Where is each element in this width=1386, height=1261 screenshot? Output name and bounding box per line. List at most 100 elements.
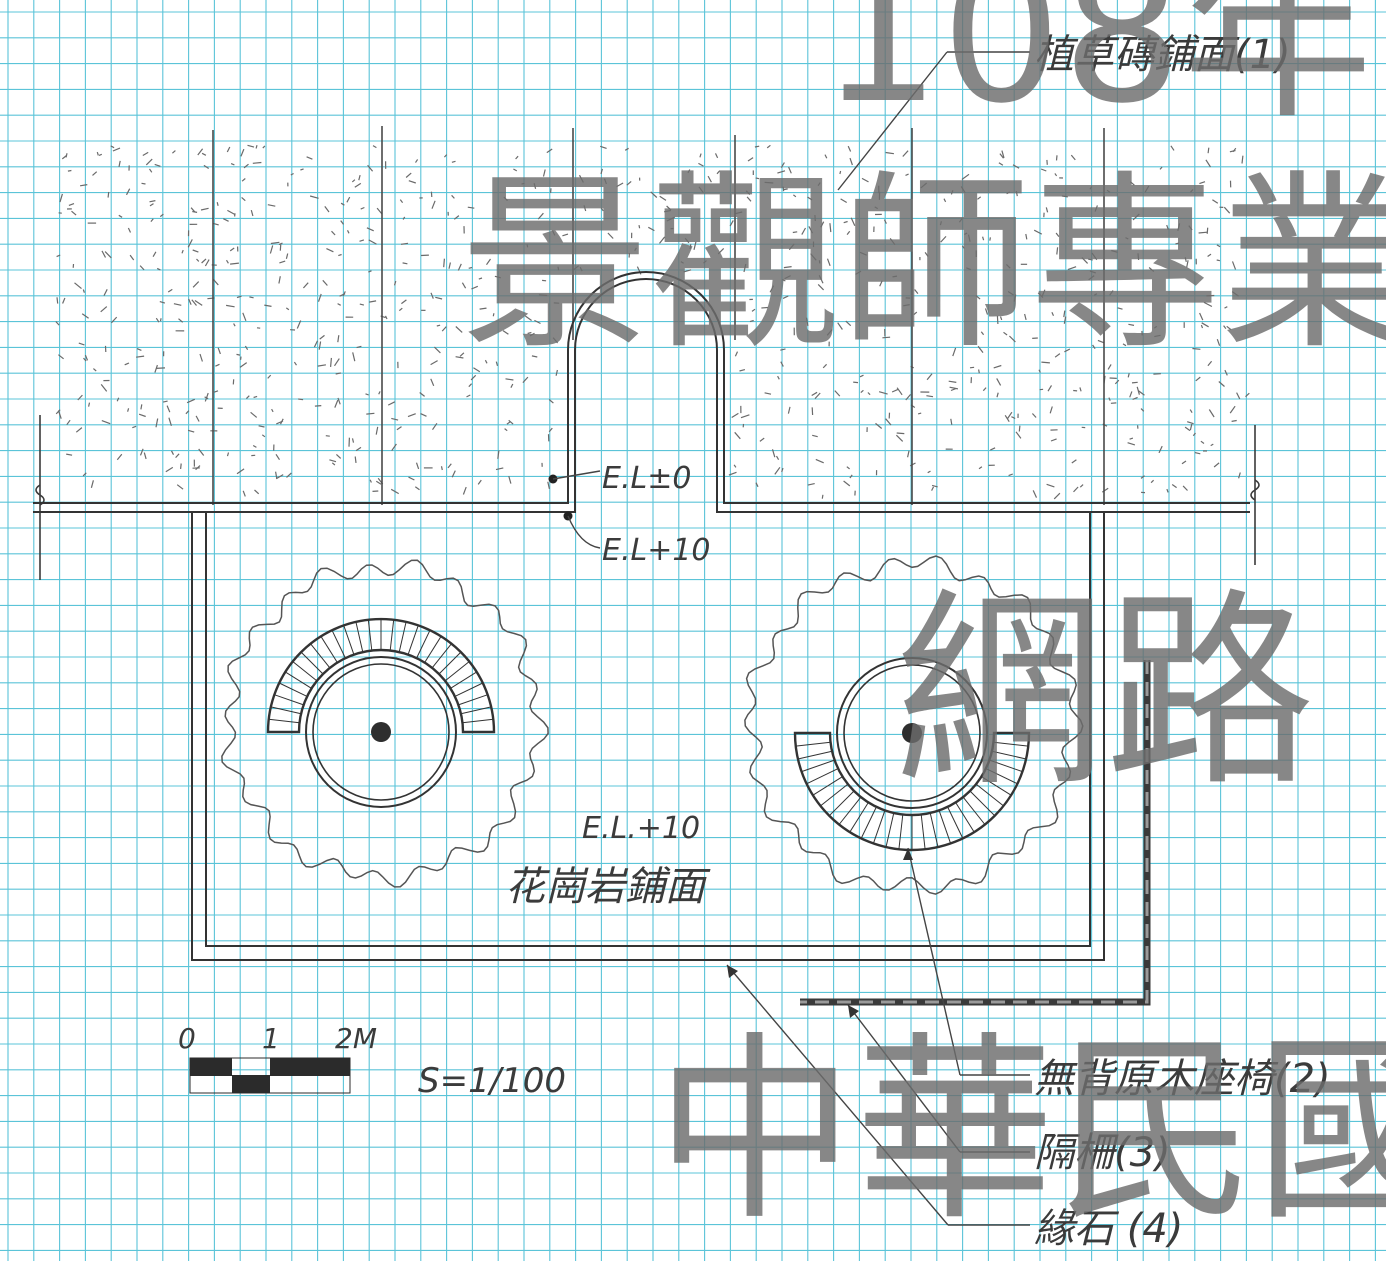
stipple-mark [198, 448, 205, 456]
stipple-mark [166, 405, 171, 413]
stipple-mark [68, 203, 75, 206]
stipple-mark [534, 319, 541, 325]
stipple-mark [1079, 387, 1082, 392]
stipple-mark [156, 367, 166, 369]
stipple-mark [470, 374, 477, 381]
stipple-mark [100, 384, 108, 392]
stipple-mark [81, 313, 89, 319]
stipple-mark [600, 145, 607, 149]
stipple-mark [1032, 490, 1038, 498]
stipple-mark [103, 289, 108, 296]
stipple-mark [1166, 488, 1169, 493]
stipple-mark [264, 304, 272, 307]
stipple-mark [212, 278, 219, 286]
stipple-mark [217, 347, 221, 355]
stipple-mark [329, 459, 337, 463]
stipple-mark [195, 465, 201, 471]
stipple-mark [703, 260, 707, 264]
stipple-mark [826, 258, 831, 267]
stipple-mark [807, 483, 815, 486]
stipple-mark [366, 412, 375, 415]
stipple-mark [793, 194, 797, 198]
stipple-mark [638, 224, 641, 229]
stipple-mark [926, 395, 934, 398]
stipple-mark [261, 434, 266, 438]
stipple-mark [241, 196, 246, 202]
stipple-mark [903, 304, 910, 307]
stipple-mark [978, 369, 980, 374]
stipple-mark [226, 304, 235, 308]
stipple-mark [952, 347, 957, 357]
stipple-mark [822, 363, 828, 369]
stipple-mark [192, 249, 199, 253]
stipple-mark [1089, 186, 1093, 190]
stipple-mark [603, 178, 607, 185]
stipple-mark [132, 425, 137, 429]
stipple-mark [275, 471, 278, 479]
bench-slat [355, 621, 364, 653]
stipple-mark [811, 391, 818, 397]
stipple-mark [1097, 339, 1105, 344]
stipple-mark [448, 262, 451, 269]
stipple-mark [749, 319, 754, 323]
stipple-mark [356, 345, 362, 349]
stipple-mark [1122, 343, 1127, 347]
stipple-mark [58, 354, 64, 360]
bench-slat [812, 776, 843, 796]
stipple-mark [236, 295, 242, 299]
stipple-mark [270, 241, 280, 245]
stipple-mark [213, 390, 219, 393]
stipple-mark [55, 321, 60, 326]
bench-left [266, 617, 496, 734]
stipple-mark [1089, 270, 1096, 274]
stipple-mark [1223, 206, 1231, 214]
stipple-mark [226, 146, 231, 153]
stipple-mark [1177, 223, 1181, 231]
stipple-mark [891, 388, 899, 393]
stipple-mark [1201, 322, 1209, 328]
stipple-mark [1091, 252, 1098, 261]
stipple-mark [401, 299, 407, 305]
stipple-mark [1031, 413, 1037, 418]
stipple-mark [874, 206, 878, 210]
stipple-mark [57, 410, 62, 419]
bench-slat [795, 741, 831, 747]
bench-slat [416, 629, 431, 659]
stipple-mark [1245, 392, 1250, 398]
stipple-mark [845, 320, 852, 327]
stipple-mark [1229, 405, 1236, 414]
stipple-mark [1186, 260, 1189, 268]
stipple-mark [747, 157, 754, 162]
stipple-mark [290, 172, 294, 176]
stipple-mark [1195, 376, 1201, 382]
stipple-mark [1061, 195, 1068, 198]
stipple-mark [855, 270, 862, 275]
stipple-mark [882, 336, 891, 339]
stipple-mark [1004, 414, 1010, 423]
bench-slat [938, 810, 952, 844]
stipple-mark [1094, 205, 1098, 212]
stipple-mark [1231, 291, 1239, 297]
stipple-mark [1140, 475, 1145, 479]
stipple-mark [318, 341, 322, 350]
stipple-mark [1200, 324, 1204, 329]
stipple-mark [1073, 486, 1079, 493]
stipple-mark [905, 173, 909, 176]
stipple-mark [194, 300, 203, 306]
stipple-mark [551, 230, 556, 236]
stipple-mark [1041, 361, 1050, 364]
stipple-mark [358, 174, 361, 181]
stipple-mark [1001, 150, 1005, 159]
stipple-mark [1207, 147, 1210, 154]
stipple-mark [1063, 310, 1066, 318]
stipple-mark [84, 354, 89, 361]
stipple-mark [513, 168, 518, 172]
stipple-mark [466, 394, 471, 398]
scale-tick-1: 1 [262, 1022, 280, 1055]
stipple-mark [110, 145, 115, 149]
granite-plaza-outline [191, 512, 1105, 961]
bench-slat [310, 643, 331, 669]
stipple-mark [939, 221, 942, 226]
stipple-mark [398, 307, 403, 312]
stipple-mark [1007, 411, 1013, 419]
